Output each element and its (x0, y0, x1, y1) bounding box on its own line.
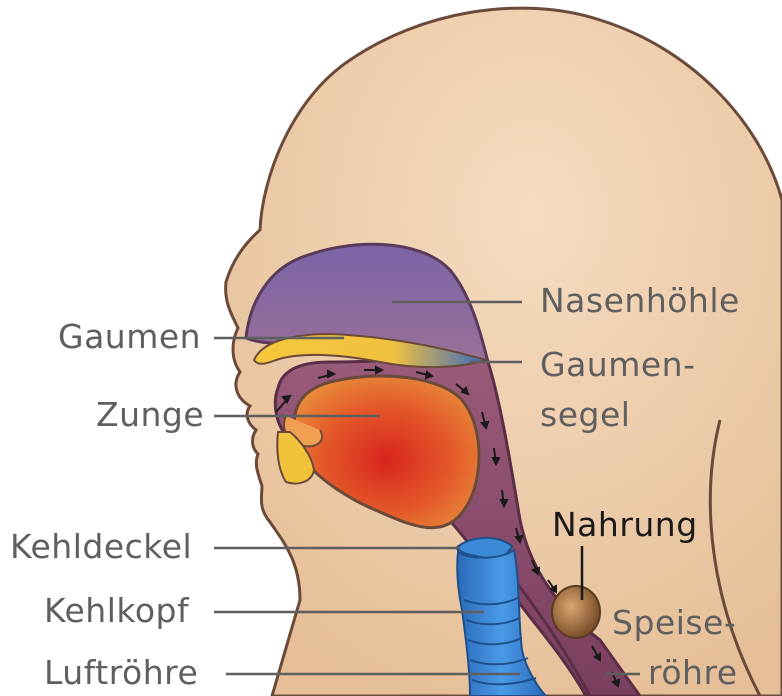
label-luftroehre: Luftröhre (44, 656, 198, 689)
label-nahrung: Nahrung (552, 508, 698, 541)
label-speiseroehre-line2: röhre (648, 656, 738, 689)
label-gaumensegel-line1: Gaumen- (540, 348, 695, 381)
label-speiseroehre-line1: Speise- (612, 606, 736, 639)
label-nasenhoehle: Nasenhöhle (540, 284, 740, 317)
label-kehlkopf: Kehlkopf (44, 594, 189, 627)
label-kehldeckel: Kehldeckel (10, 530, 192, 563)
food-bolus (552, 586, 600, 638)
label-gaumen: Gaumen (58, 320, 201, 353)
label-gaumensegel-line2: segel (540, 398, 630, 431)
label-zunge: Zunge (96, 398, 204, 431)
